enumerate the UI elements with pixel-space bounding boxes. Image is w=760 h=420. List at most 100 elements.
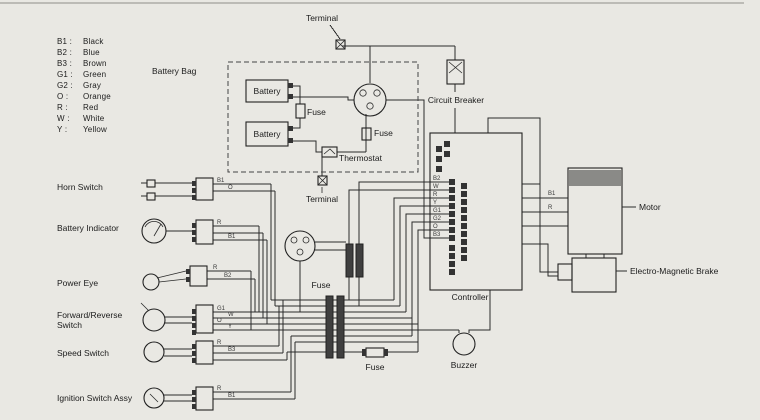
thermostat-fuse-label: Fuse xyxy=(374,128,393,138)
wire-tag: B3 xyxy=(433,232,441,238)
connector-pin xyxy=(192,230,196,235)
controller-pin xyxy=(461,199,467,205)
battery-2 xyxy=(245,121,289,147)
forward-reverse-connector-box xyxy=(195,304,214,334)
speed-switch-connector-box xyxy=(195,340,214,365)
battery-bag-label: Battery Bag xyxy=(152,66,197,76)
connector-pin-circle xyxy=(366,102,374,110)
legend-item: YYellow xyxy=(57,124,111,135)
controller-pin xyxy=(461,223,467,229)
main-fuse-strip xyxy=(355,243,364,278)
circuit-breaker-label: Circuit Breaker xyxy=(428,95,484,105)
wire-tag: R xyxy=(433,192,438,198)
controller-pin xyxy=(444,141,450,147)
ignition-switch-label: Ignition Switch Assy xyxy=(57,393,133,403)
controller-pin xyxy=(449,219,455,225)
terminal-bottom-label: Terminal xyxy=(306,194,338,204)
controller-box xyxy=(429,132,523,291)
connector-pin xyxy=(186,277,190,282)
wire-tag: B2 xyxy=(224,273,232,279)
legend-color-name: Black xyxy=(83,37,104,46)
wire-middle xyxy=(287,241,491,353)
legend-item: B2Blue xyxy=(57,47,111,58)
battery-bag-outline xyxy=(227,61,419,173)
motor-fins xyxy=(569,170,621,186)
connector-pin xyxy=(192,223,196,228)
wire-tag: B1 xyxy=(228,393,236,399)
wire-tag: W xyxy=(433,184,439,190)
connector-pin xyxy=(192,351,196,356)
wire-left-verticals xyxy=(250,184,296,399)
connector-pin xyxy=(192,323,196,328)
controller-pin xyxy=(436,156,442,162)
battery-indicator-group: Battery Indicator xyxy=(57,218,214,245)
switch-leads xyxy=(164,394,192,402)
circuit-breaker-symbol xyxy=(446,59,465,85)
terminal-top-x xyxy=(335,39,346,50)
electro-magnetic-brake-label: Electro-Magnetic Brake xyxy=(630,266,719,276)
ignition-switch-barrel xyxy=(143,387,165,409)
ignition-connector-box xyxy=(195,386,214,411)
switch-leads xyxy=(164,348,192,357)
horn-switch-label: Horn Switch xyxy=(57,182,103,192)
wire-tag: R xyxy=(213,265,218,271)
thermostat-label: Thermostat xyxy=(339,153,383,163)
bus-bar xyxy=(325,295,334,359)
battery-1-label: Battery xyxy=(254,86,282,96)
wire-tag: G1 xyxy=(217,306,226,312)
battery-2-pin xyxy=(288,126,293,131)
battery-1-pin xyxy=(288,83,293,88)
switch-lever xyxy=(140,302,150,312)
main-fuse-label: Fuse xyxy=(312,280,331,290)
forward-reverse-switch-knob xyxy=(142,308,166,332)
connector-pin xyxy=(192,404,196,409)
legend-code: W xyxy=(57,113,83,124)
gauge-arc xyxy=(144,221,164,228)
wire-tag: O xyxy=(217,318,222,324)
speed-switch-knob xyxy=(143,341,165,363)
power-eye-group: Power Eye xyxy=(57,265,208,291)
legend-code: O xyxy=(57,91,83,102)
legend-item: G2Gray xyxy=(57,80,111,91)
wire-top-feed xyxy=(329,24,456,133)
wire-component-leads xyxy=(207,183,295,400)
controller-pin xyxy=(461,239,467,245)
connector-pin xyxy=(192,390,196,395)
power-eye-connector-box xyxy=(189,265,208,287)
battery-2-label: Battery xyxy=(254,129,282,139)
controller-pin xyxy=(461,183,467,189)
indicator-connector-box xyxy=(195,219,214,245)
legend-item: G1Green xyxy=(57,69,111,80)
wire-tag: R xyxy=(217,220,222,226)
battery-2-pin xyxy=(288,138,293,143)
legend-item: B3Brown xyxy=(57,58,111,69)
speed-switch-label: Speed Switch xyxy=(57,348,109,358)
controller-pin xyxy=(449,261,455,267)
circuit-breaker-group: Circuit Breaker xyxy=(428,59,484,105)
thermostat-element xyxy=(323,148,336,155)
connector-pin xyxy=(186,269,190,274)
forward-reverse-label-line1: Forward/Reverse xyxy=(57,310,122,320)
battery-connector-plug xyxy=(353,83,387,117)
controller-pin xyxy=(461,207,467,213)
wire-tag: B1 xyxy=(548,191,556,197)
connector-pin xyxy=(192,195,196,200)
legend-color-name: Brown xyxy=(83,59,107,68)
horn-switch-group: Horn Switch xyxy=(57,177,214,201)
legend-color-name: Green xyxy=(83,70,107,79)
gauge-needle xyxy=(153,223,162,237)
terminal-top-symbol xyxy=(335,39,346,50)
battery-bag-group: Battery Bag Battery Battery Fuse Fuse Th… xyxy=(152,61,419,173)
terminal-bottom-x xyxy=(317,175,328,193)
controller-pin xyxy=(449,179,455,185)
motor-label: Motor xyxy=(639,202,661,212)
wire-horizontal-runs xyxy=(251,299,459,343)
battery-fuse-symbol xyxy=(295,103,306,119)
legend-color-name: Blue xyxy=(83,48,100,57)
connector-pin xyxy=(192,397,196,402)
main-fuse-strip xyxy=(345,243,354,278)
controller-group: Controller xyxy=(429,132,523,302)
legend-code: B1 xyxy=(57,36,83,47)
controller-pin xyxy=(461,215,467,221)
